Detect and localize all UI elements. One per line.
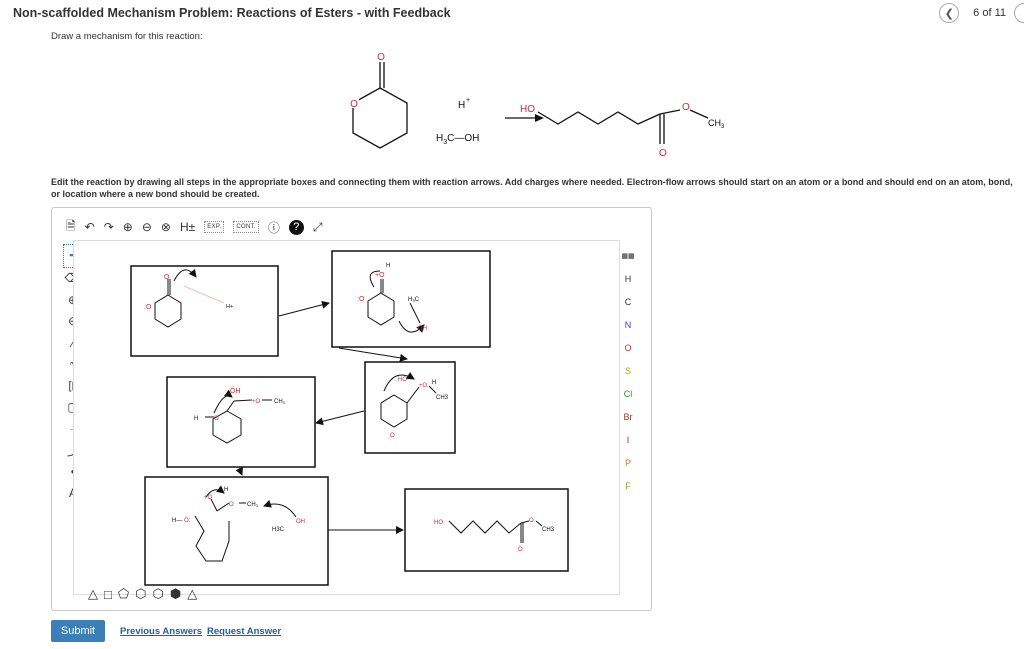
- drawing-canvas[interactable]: O :O H+ +O :O H H3C ÖH: [73, 240, 620, 595]
- product-ch3: CH3: [708, 118, 725, 130]
- svg-text:O: O: [350, 99, 358, 110]
- mechanism-box-6: [404, 488, 569, 572]
- svg-text:+O: +O: [204, 495, 213, 501]
- svg-text:H: H: [194, 416, 198, 422]
- reaction-scheme: O O H + H3C—OH HO O O CH3: [349, 52, 725, 159]
- svg-text:Ö:: Ö:: [184, 517, 191, 524]
- pagination: ❮ 6 of 11: [939, 3, 1024, 23]
- document-icon[interactable]: 🗎: [66, 218, 76, 233]
- mechanism-editor: 🗎 ↶ ↷ ⊕ ⊖ ⊗ H± EXP. CONT. ⓘ ? ⤢ ➡ ⌫ ⊕ ⊖ …: [51, 207, 652, 611]
- contract-label-button[interactable]: CONT.: [233, 221, 259, 233]
- b4-ch3: CH3: [436, 395, 449, 401]
- svg-text:H—: H—: [172, 518, 182, 524]
- pentagon-ring-icon[interactable]: ⬠: [117, 586, 130, 601]
- instructions-text: Edit the reaction by drawing all steps i…: [51, 177, 1013, 199]
- element-palette: ▦▦ H C N O S Cl Br I P F: [618, 244, 638, 497]
- chain-icon[interactable]: ∿: [64, 354, 82, 376]
- svg-text:HÖ: HÖ: [398, 376, 407, 383]
- previous-answers-link[interactable]: Previous Answers: [120, 626, 203, 637]
- svg-text:O: O: [214, 416, 219, 422]
- svg-text::O: :O: [144, 304, 152, 311]
- chevron-right-icon[interactable]: [1014, 3, 1024, 23]
- element-br[interactable]: Br: [623, 411, 633, 422]
- submit-button[interactable]: Submit: [51, 620, 105, 642]
- b5-oh: OH: [296, 519, 305, 525]
- svg-text:+O: +O: [252, 399, 261, 405]
- single-bond-icon[interactable]: ∕: [64, 332, 82, 354]
- help-icon[interactable]: ?: [288, 219, 304, 235]
- element-c[interactable]: C: [624, 296, 632, 307]
- svg-text:H: H: [224, 487, 228, 493]
- element-i[interactable]: I: [626, 434, 630, 445]
- element-n[interactable]: N: [624, 319, 632, 330]
- heptagon-ring-icon[interactable]: ⬡: [152, 586, 164, 601]
- editor-toolbar: 🗎 ↶ ↷ ⊕ ⊖ ⊗ H± EXP. CONT. ⓘ ? ⤢: [66, 219, 322, 235]
- hexagon-ring-icon[interactable]: ⬡: [135, 586, 147, 601]
- periodic-table-icon[interactable]: ▦▦: [621, 252, 635, 260]
- reagent-methanol: H3C—OH: [436, 133, 479, 146]
- chevron-left-icon[interactable]: ❮: [939, 3, 960, 23]
- mechanism-box-4: [364, 361, 456, 454]
- square-ring-icon[interactable]: □: [104, 586, 112, 602]
- reagent-h: H: [458, 100, 465, 111]
- svg-text:ÖH: ÖH: [418, 325, 427, 332]
- bracket-icon[interactable]: [▮: [64, 375, 82, 397]
- redo-icon[interactable]: ↷: [103, 220, 114, 234]
- svg-text:O: O: [377, 52, 385, 63]
- triangle-ring-icon[interactable]: △: [88, 586, 98, 601]
- expand-icon[interactable]: ⤢: [312, 219, 323, 234]
- element-p[interactable]: P: [624, 457, 631, 468]
- element-h[interactable]: H: [624, 273, 632, 284]
- svg-text:O: O: [390, 433, 395, 439]
- svg-text:ÖH: ÖH: [230, 387, 241, 395]
- expand-label-button[interactable]: EXP.: [204, 221, 225, 233]
- mechanism-drawing: O :O H+ +O :O H H3C ÖH: [130, 250, 569, 586]
- zoom-out-icon[interactable]: ⊖: [141, 220, 152, 234]
- reagent-h-sup: +: [466, 97, 470, 104]
- svg-text:+O: +O: [375, 272, 385, 279]
- cyclohexane-chair-icon[interactable]: △: [187, 586, 198, 601]
- svg-text:O: O: [164, 274, 170, 281]
- svg-text::O: :O: [357, 296, 365, 303]
- svg-text:O: O: [529, 518, 534, 524]
- svg-text:H3C: H3C: [408, 297, 420, 303]
- question-position: 6 of 11: [973, 7, 1006, 19]
- octagon-ring-icon[interactable]: ⬢: [169, 586, 182, 601]
- ring-template-bar: △ □ ⬠ ⬡ ⬡ ⬢ △: [88, 586, 197, 602]
- element-o[interactable]: O: [624, 342, 632, 353]
- request-answer-link[interactable]: Request Answer: [207, 626, 282, 637]
- svg-text:O: O: [682, 102, 690, 113]
- svg-text:CH3: CH3: [247, 502, 259, 508]
- svg-text:H: H: [432, 380, 436, 386]
- prompt-text: Draw a mechanism for this reaction:: [51, 31, 203, 42]
- mechanism-box-5: [144, 476, 329, 586]
- b1-hplus: H+: [226, 304, 233, 310]
- mechanism-box-1: [130, 265, 279, 357]
- element-cl[interactable]: Cl: [623, 388, 633, 399]
- svg-text:+O: +O: [419, 383, 428, 389]
- page-title: Non-scaffolded Mechanism Problem: Reacti…: [13, 6, 451, 20]
- b6-ch3: CH3: [542, 527, 555, 533]
- undo-icon[interactable]: ↶: [84, 220, 95, 234]
- info-icon[interactable]: ⓘ: [267, 220, 280, 235]
- b6-ho: HO: [434, 520, 443, 526]
- atom-label-icon[interactable]: A: [64, 483, 82, 505]
- zoom-reset-icon[interactable]: ⊗: [160, 220, 171, 234]
- svg-text:O: O: [229, 502, 234, 508]
- element-f[interactable]: F: [625, 480, 631, 491]
- product-ho: HO: [520, 104, 535, 115]
- b5-h3c: H3C: [272, 527, 285, 533]
- b3-ch3: CH3: [274, 399, 286, 405]
- element-s[interactable]: S: [624, 365, 631, 376]
- svg-text:H: H: [386, 263, 390, 269]
- zoom-in-icon[interactable]: ⊕: [122, 220, 133, 234]
- svg-text:O: O: [659, 148, 667, 159]
- svg-text:Ö: Ö: [518, 546, 523, 553]
- h-plus-minus-button[interactable]: H±: [179, 220, 196, 234]
- mechanism-box-2: [331, 250, 491, 348]
